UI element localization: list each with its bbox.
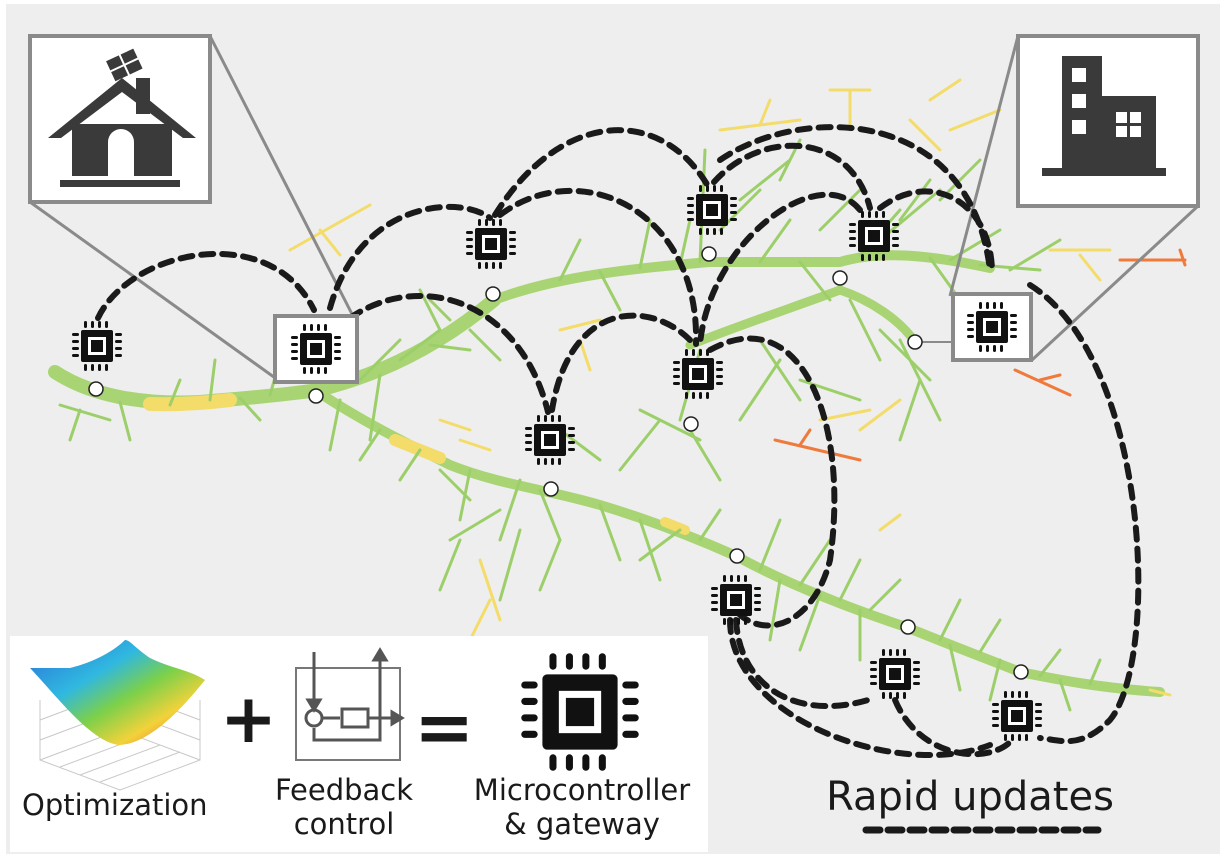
building-callout bbox=[1016, 34, 1200, 208]
callout-chip-frame-building bbox=[951, 292, 1033, 362]
link-6-8 bbox=[707, 335, 838, 629]
node-marker bbox=[485, 286, 501, 302]
link-5-6 bbox=[697, 191, 863, 347]
link-8-10 bbox=[727, 617, 993, 759]
node-marker bbox=[88, 381, 104, 397]
yellow-lower-section-2 bbox=[660, 517, 690, 535]
office-building-icon bbox=[1042, 56, 1166, 176]
node-marker bbox=[1013, 664, 1029, 680]
node-marker bbox=[701, 246, 717, 262]
microcontroller-label-line2: & gateway bbox=[504, 807, 660, 841]
link-5-gw bbox=[877, 188, 995, 273]
microcontroller-label-line1: Microcontroller bbox=[474, 773, 690, 807]
node-marker bbox=[683, 416, 699, 432]
house-callout bbox=[28, 34, 212, 204]
node-marker bbox=[900, 619, 916, 635]
link-2-7 bbox=[347, 293, 551, 415]
feedback-loop-icon bbox=[295, 647, 405, 761]
link-6-7 bbox=[549, 312, 693, 413]
optimization-label: Optimization bbox=[22, 788, 208, 822]
link-3-4 bbox=[492, 127, 711, 218]
main-feeder-trunk bbox=[48, 293, 501, 410]
rapid-updates-label: Rapid updates bbox=[826, 774, 1114, 820]
yellow-trunk-section bbox=[143, 393, 237, 412]
node-marker bbox=[832, 270, 848, 286]
house-solar-icon bbox=[48, 48, 196, 187]
node-marker bbox=[907, 334, 923, 350]
feedback-label-line1: Feedback bbox=[275, 773, 413, 807]
link-2-3 bbox=[327, 203, 493, 311]
optimization-surface-icon bbox=[30, 640, 205, 791]
plus-symbol: + bbox=[220, 680, 277, 759]
link-1-2 bbox=[95, 250, 317, 321]
link-4-gw bbox=[717, 124, 993, 273]
link-3-6 bbox=[497, 188, 700, 347]
equals-symbol: = bbox=[414, 685, 474, 769]
link-4-5 bbox=[711, 142, 873, 211]
microcontroller-nodes bbox=[72, 185, 1042, 741]
feeder-network bbox=[48, 78, 1187, 712]
feedback-label-line2: control bbox=[294, 807, 395, 841]
link-gw-10 bbox=[1027, 282, 1142, 745]
link-9-10 bbox=[892, 697, 1015, 758]
node-marker bbox=[543, 481, 559, 497]
node-marker bbox=[729, 548, 745, 564]
yellow-lower-section bbox=[389, 434, 446, 464]
communication-links bbox=[95, 124, 1142, 759]
legend-panel: Optimization + Feedback control = Microc… bbox=[10, 636, 708, 852]
link-8-9 bbox=[733, 617, 871, 710]
callout-lines bbox=[29, 35, 1200, 382]
upper-feeder bbox=[489, 250, 995, 305]
node-marker bbox=[308, 388, 324, 404]
node-markers bbox=[88, 246, 1029, 680]
middle-feeder bbox=[685, 285, 920, 350]
